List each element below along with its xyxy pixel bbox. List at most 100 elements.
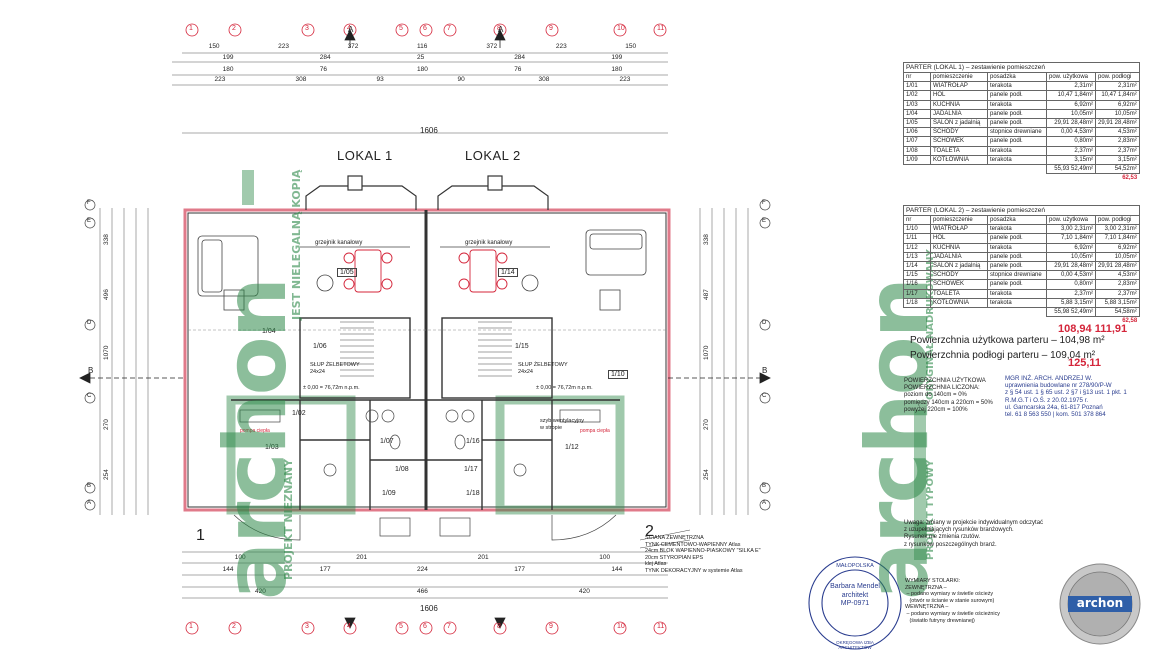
overall-width-bottom: 1606: [420, 604, 438, 613]
table-cell: JADALNIA: [930, 108, 988, 119]
table-cell: 0,80m²: [1046, 136, 1096, 147]
room-1-18: 1/18: [466, 490, 480, 497]
table-cell: 29,91 28,48m²: [1046, 260, 1096, 272]
table-cell: 10,05m²: [1046, 108, 1096, 119]
table-total-corrected: 62,58: [1122, 318, 1138, 325]
table-cell: panele podł.: [987, 279, 1047, 290]
axis-label-left: C: [87, 393, 92, 399]
room-1-14: 1/14: [498, 268, 518, 277]
axis-label-bottom: 7: [447, 623, 451, 630]
dimension-label-top: 76: [319, 66, 328, 73]
section-a-top-right: A: [498, 25, 504, 34]
dimension-label-right: 338: [703, 234, 710, 245]
axis-label-left: D: [87, 320, 92, 326]
table-cell: 0,00 4,53m²: [1046, 127, 1096, 138]
axis-label-top: 9: [549, 25, 553, 32]
table-header-cell: pomieszczenie: [930, 214, 988, 226]
level-label-1: ± 0,00 = 76,72m n.p.m.: [303, 385, 360, 391]
table-cell: 6,92m²: [1095, 242, 1140, 253]
usable-area-corrected-2: 111,91: [1094, 323, 1128, 335]
axis-label-bottom: 6: [423, 623, 427, 630]
heat-pump-label-1: pompa ciepła: [240, 428, 270, 434]
table-total-spacer: [904, 174, 1096, 183]
dimension-label-left: 496: [103, 289, 110, 300]
dimension-label-top: 223: [214, 76, 226, 83]
table-cell: 1/08: [903, 145, 931, 156]
table-cell: terakota: [987, 81, 1047, 92]
axis-label-top: 3: [305, 25, 309, 32]
table-cell: 2,83m²: [1095, 279, 1140, 290]
table-total-spacer: [904, 307, 1047, 316]
room-1-12: 1/12: [565, 444, 579, 451]
table-cell: 10,47 1,84m²: [1095, 90, 1140, 101]
table-cell: 2,31m²: [1046, 81, 1096, 92]
seal-ring-text: OKRĘGOWA IZBA ARCHITEKTÓW: [836, 640, 874, 650]
usable-area-line: Powierzchnia użytkowa parteru – 104,98 m…: [910, 333, 1105, 348]
archon-logo: archon: [1076, 596, 1124, 610]
heat-pump-label-2: pompa ciepła: [580, 428, 610, 434]
room-1-05: 1/05: [337, 268, 357, 277]
archon-logo-seal: [1059, 563, 1141, 645]
axis-label-top: 10: [617, 25, 625, 32]
section-b-right: B: [762, 366, 768, 375]
usable-area-corrected: 108,94 111,91: [1058, 323, 1127, 335]
radiator-label-1: grzejnik kanałowy: [315, 240, 363, 246]
table-cell: panele podł.: [987, 117, 1047, 129]
table-cell: 3,15m²: [1046, 154, 1096, 165]
axis-label-top: 1: [189, 25, 193, 32]
table-cell: 1/03: [903, 99, 931, 110]
overall-width-top: 1606: [420, 126, 438, 135]
table-cell: 1/04: [903, 108, 931, 119]
table-cell: KOTŁOWNIA: [930, 154, 988, 165]
table-cell: 5,88 3,15m²: [1046, 297, 1096, 308]
table-cell: 7,10 1,84m²: [1095, 233, 1140, 244]
section-b-left: B: [88, 366, 94, 375]
joinery-note: WYMIARY STOLARKI: ZEWNĘTRZNA – – podano …: [905, 578, 1000, 624]
table-cell: terakota: [987, 297, 1047, 308]
table-cell: 6,92m²: [1095, 99, 1140, 110]
dining-sets: [343, 249, 508, 293]
table-cell: SCHOWEK: [930, 279, 988, 290]
section-markers: [79, 29, 771, 629]
axis-label-left: A: [87, 500, 92, 506]
dimension-label-top: 284: [319, 54, 331, 61]
table-total-floor: 54,52m²: [1095, 163, 1140, 175]
table-cell: 10,05m²: [1095, 251, 1140, 262]
axis-label-top: 8: [497, 25, 501, 32]
dimension-label-top: 308: [295, 76, 307, 83]
seal-architect-number: MP-0971: [840, 600, 870, 607]
table-cell: 1/14: [903, 260, 931, 272]
table-cell: 10,05m²: [1095, 108, 1140, 119]
dimension-lines-sides: [99, 208, 749, 515]
table-cell: 5,88 3,15m²: [1095, 297, 1140, 308]
axis-label-top: 4: [347, 25, 351, 32]
table-cell: 10,47 1,84m²: [1046, 90, 1096, 101]
column-label-2: SŁUP ŻELBETOWY 24x24: [518, 362, 568, 375]
dimension-label-bottom: 201: [477, 554, 489, 561]
designer-stamp: MGR INŻ. ARCH. ANDRZEJ W. uprawnienia bu…: [1005, 375, 1127, 419]
axis-label-bottom: 9: [549, 623, 553, 630]
area-summary: Powierzchnia użytkowa parteru – 104,98 m…: [910, 333, 1105, 363]
floor-area-corrected: 125,11: [1068, 357, 1102, 369]
axis-label-right: C: [762, 393, 767, 399]
bay-windows: [305, 175, 549, 210]
dimension-label-bottom: 177: [514, 566, 526, 573]
table-cell: panele podł.: [987, 233, 1047, 244]
table-header-cell: nr: [903, 214, 931, 226]
axis-markers-bottom: [185, 621, 667, 635]
table-cell: 1/16: [903, 279, 931, 290]
dimension-label-top: 308: [538, 76, 550, 83]
interior-walls: [231, 317, 620, 510]
table-cell: SCHOWEK: [930, 136, 988, 147]
table-cell: 0,80m²: [1046, 279, 1096, 290]
room-1-07: 1/07: [380, 438, 394, 445]
table-cell: panele podł.: [987, 260, 1047, 272]
table-cell: KUCHNIA: [930, 242, 988, 253]
